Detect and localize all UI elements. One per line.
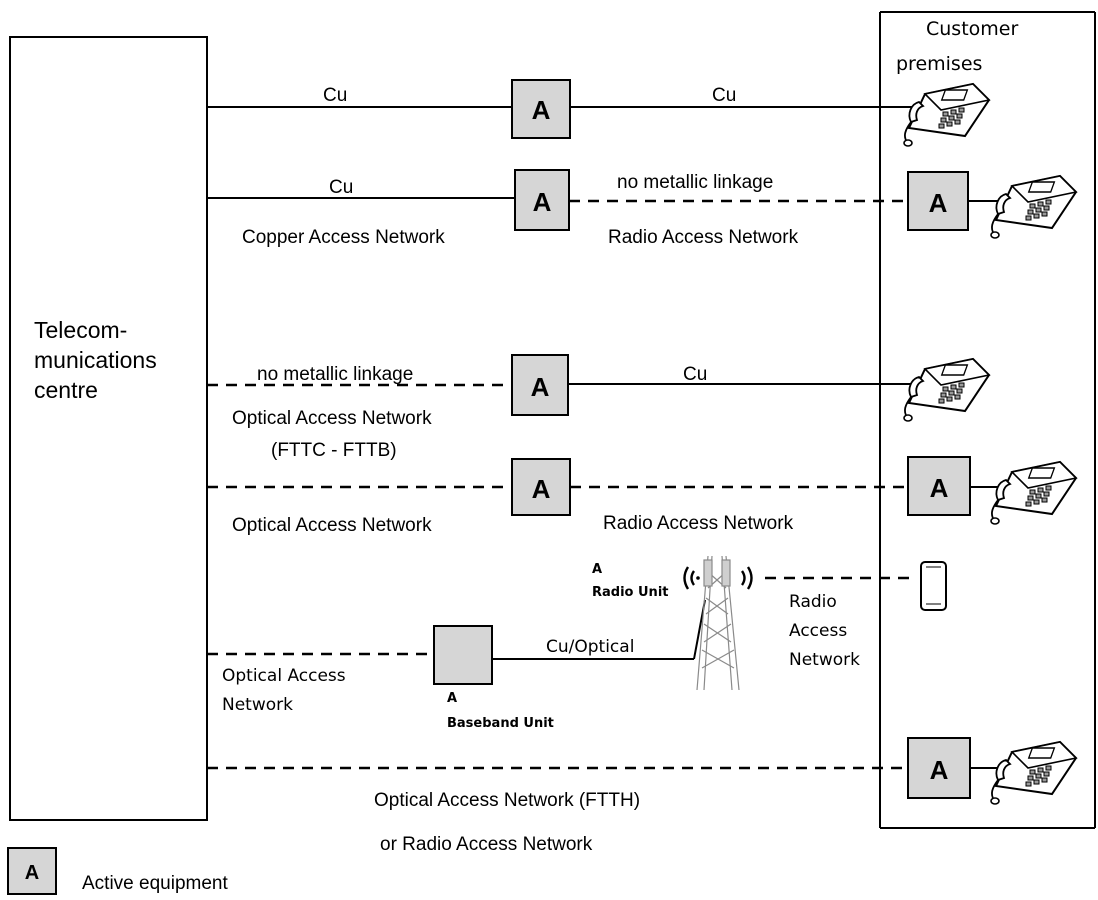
row5-right-network-line: Access xyxy=(789,621,847,641)
telecommunications-centre-box xyxy=(9,36,208,821)
active-equipment-node: A xyxy=(511,79,571,139)
row2-left-label: Cu xyxy=(329,177,353,198)
row3-left-network: Optical Access Network (FTTC - FTTB) xyxy=(232,408,437,461)
active-equipment-letter: A xyxy=(532,474,551,504)
active-equipment-node: A xyxy=(907,171,969,231)
row5-link-label: Cu/Optical xyxy=(546,637,634,657)
telephone-icon xyxy=(903,83,990,147)
radio-tower-icon xyxy=(696,555,740,691)
active-equipment-letter: A xyxy=(531,372,550,402)
active-equipment-letter: A xyxy=(930,755,949,785)
telephone-icon xyxy=(903,358,990,422)
row5-right-network-line: Network xyxy=(789,650,860,670)
baseband-label: Baseband Unit xyxy=(447,716,554,731)
row6-network-line: or Radio Access Network xyxy=(380,834,593,855)
active-equipment-letter: A xyxy=(930,473,949,503)
centre-title-line: centre xyxy=(34,377,98,403)
radio-unit-label: Radio Unit xyxy=(592,585,668,600)
row3-left-label: no metallic linkage xyxy=(257,364,413,385)
row4-right-network: Radio Access Network xyxy=(603,513,794,534)
baseband-unit xyxy=(433,625,493,685)
centre-title: Telecom- munications centre xyxy=(34,317,163,403)
row3-right-label: Cu xyxy=(683,364,707,385)
signal-waves-icon xyxy=(683,566,753,590)
legend-label: Active equipment xyxy=(82,873,228,894)
active-equipment-node: A xyxy=(514,169,570,231)
row5-left-network: Optical Access Network xyxy=(222,666,351,715)
row3-left-network-line: Optical Access Network xyxy=(232,408,432,429)
row5-left-network-line: Network xyxy=(222,695,293,715)
active-equipment-node: A xyxy=(907,737,971,799)
active-equipment-node: A xyxy=(511,458,571,516)
premises-title: Customer premises xyxy=(896,18,1024,75)
active-equipment-letter: A xyxy=(533,187,552,217)
telephone-icon xyxy=(990,741,1077,805)
centre-title-line: munications xyxy=(34,347,157,373)
legend: A Active equipment xyxy=(7,847,228,895)
active-equipment-node: A xyxy=(511,354,569,416)
legend-letter: A xyxy=(25,862,39,884)
active-equipment-letter: A xyxy=(929,188,948,218)
telephone-icon xyxy=(990,461,1077,525)
centre-title-line: Telecom- xyxy=(34,317,127,343)
active-equipment-letter: A xyxy=(532,95,551,125)
row1-right-label: Cu xyxy=(712,85,736,106)
row5-left-network-line: Optical Access xyxy=(222,666,346,686)
row5-right-network-line: Radio xyxy=(789,592,837,612)
baseband-letter: A xyxy=(447,691,457,706)
active-equipment-node: A xyxy=(907,456,971,516)
premises-title-line: Customer xyxy=(926,18,1018,40)
row3-left-network-line: (FTTC - FTTB) xyxy=(271,440,397,461)
row2-right-network: Radio Access Network xyxy=(608,227,799,248)
row5-right-network: Radio Access Network xyxy=(789,592,860,670)
legend-swatch xyxy=(7,847,57,895)
premises-title-line: premises xyxy=(896,53,982,75)
radio-unit-letter: A xyxy=(592,562,602,577)
row4-left-network: Optical Access Network xyxy=(232,515,432,536)
mobile-phone-icon xyxy=(920,561,947,611)
telephone-icon xyxy=(990,175,1077,239)
row2-right-label: no metallic linkage xyxy=(617,172,773,193)
row1-left-label: Cu xyxy=(323,85,347,106)
row2-left-network: Copper Access Network xyxy=(242,227,445,248)
row6-network-line: Optical Access Network (FTTH) xyxy=(374,790,640,811)
